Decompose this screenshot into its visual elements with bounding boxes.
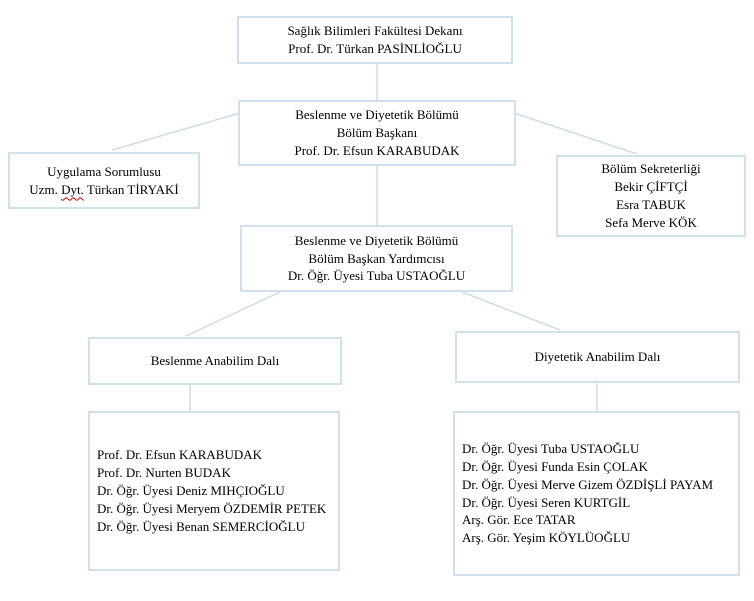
secretariat-title: Bölüm Sekreterliği — [601, 161, 701, 177]
diyetetik-department-title: Diyetetik Anabilim Dalı — [534, 349, 661, 365]
node-diyetetik-department-header: Diyetetik Anabilim Dalı — [455, 331, 740, 383]
node-diyetetik-members: Dr. Öğr. Üyesi Tuba USTAOĞLU Dr. Öğr. Üy… — [453, 411, 740, 576]
node-beslenme-members: Prof. Dr. Efsun KARABUDAK Prof. Dr. Nurt… — [88, 411, 340, 571]
dean-name: Prof. Dr. Türkan PASİNLİOĞLU — [288, 41, 462, 56]
practice-coordinator-name-suffix: Türkan TİRYAKİ — [83, 181, 179, 197]
staff-member: Arş. Gör. Yeşim KÖYLÜOĞLU — [462, 530, 631, 546]
connector-head-to-practice — [111, 112, 241, 151]
node-beslenme-department-header: Beslenme Anabilim Dalı — [88, 337, 342, 385]
department-head-department: Beslenme ve Diyetetik Bölümü — [295, 107, 459, 123]
dean-title: Sağlık Bilimleri Fakültesi Dekanı — [287, 23, 463, 39]
connector-deputy-to-diyetetik — [461, 291, 561, 331]
staff-member: Dr. Öğr. Üyesi Meryem ÖZDEMİR PETEK — [97, 500, 327, 516]
deputy-head-name: Dr. Öğr. Üyesi Tuba USTAOĞLU — [287, 268, 466, 284]
secretariat-member: Esra TABUK — [616, 197, 686, 212]
connector-deputy-to-beslenme — [185, 291, 281, 337]
node-department-head: Beslenme ve Diyetetik Bölümü Bölüm Başka… — [238, 100, 516, 166]
spellcheck-underlined-word: Dyt. — [61, 181, 84, 197]
staff-member: Dr. Öğr. Üyesi Tuba USTAOĞLU — [462, 440, 640, 456]
staff-member: Arş. Gör. Ece TATAR — [462, 512, 576, 528]
node-department-secretariat: Bölüm Sekreterliği Bekir ÇİFTÇİ Esra TAB… — [556, 155, 746, 237]
secretariat-member: Sefa Merve KÖK — [605, 214, 697, 230]
staff-member: Prof. Dr. Efsun KARABUDAK — [97, 447, 263, 463]
practice-coordinator-name: Uzm. Dyt. Türkan TİRYAKİ — [29, 181, 178, 199]
department-head-name: Prof. Dr. Efsun KARABUDAK — [294, 142, 460, 158]
staff-member: Dr. Öğr. Üyesi Funda Esin ÇOLAK — [462, 458, 648, 474]
practice-coordinator-title: Uygulama Sorumlusu — [47, 163, 161, 179]
node-dean: Sağlık Bilimleri Fakültesi Dekanı Prof. … — [237, 16, 513, 64]
deputy-head-title: Bölüm Başkan Yardımcısı — [308, 250, 445, 266]
staff-member: Prof. Dr. Nurten BUDAK — [97, 465, 231, 481]
staff-member: Dr. Öğr. Üyesi Seren KURTGİL — [462, 494, 631, 510]
node-practice-coordinator: Uygulama Sorumlusu Uzm. Dyt. Türkan TİRY… — [8, 152, 200, 209]
department-head-title: Bölüm Başkanı — [336, 125, 418, 141]
staff-member: Dr. Öğr. Üyesi Benan SEMERCİOĞLU — [97, 518, 305, 534]
connector-head-to-secretariat — [513, 112, 638, 155]
secretariat-member: Bekir ÇİFTÇİ — [614, 179, 688, 195]
beslenme-department-title: Beslenme Anabilim Dalı — [150, 353, 280, 369]
node-deputy-head: Beslenme ve Diyetetik Bölümü Bölüm Başka… — [240, 225, 513, 292]
practice-coordinator-name-prefix: Uzm. — [29, 181, 62, 197]
deputy-head-department: Beslenme ve Diyetetik Bölümü — [294, 232, 459, 248]
staff-member: Dr. Öğr. Üyesi Merve Gizem ÖZDİŞLİ PAYAM — [462, 476, 714, 492]
staff-member: Dr. Öğr. Üyesi Deniz MIHÇIOĞLU — [97, 483, 285, 499]
